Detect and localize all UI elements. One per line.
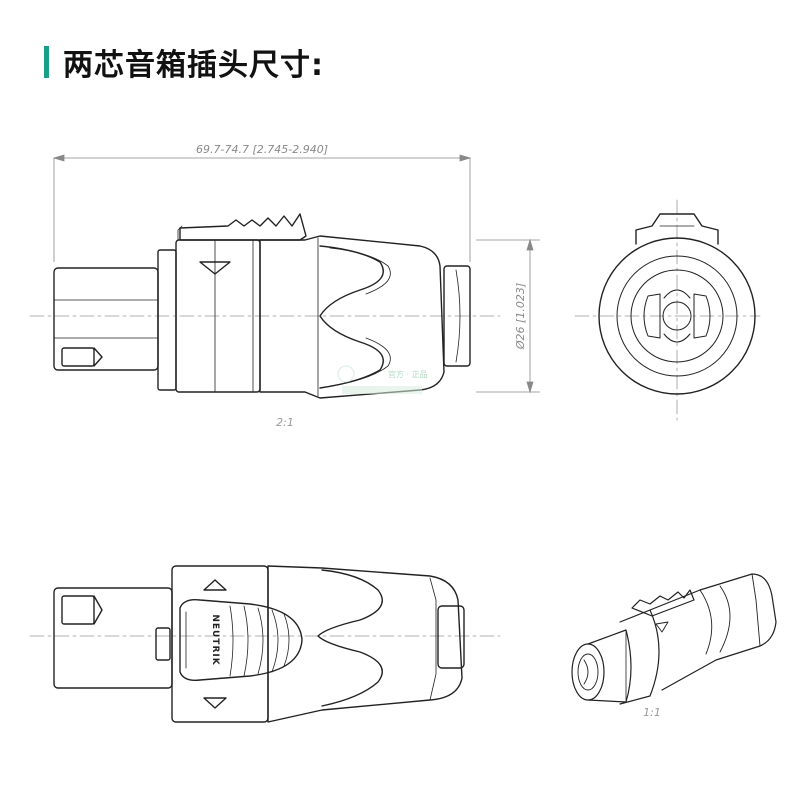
header: 两芯音箱插头尺寸:	[44, 42, 324, 83]
brand-badge	[179, 598, 303, 682]
iso-front-cylinder	[587, 629, 632, 703]
iso-latch	[631, 589, 695, 617]
watermark-text: 官方 · 正品	[388, 369, 428, 379]
key-slot	[155, 627, 171, 661]
brand-label: NEUTRIK	[210, 614, 220, 665]
cable-tail-top	[437, 605, 465, 669]
iso-view	[571, 573, 777, 705]
front-cylinder-top	[53, 587, 173, 689]
arrow-up-triangle-icon	[203, 579, 227, 591]
arrow-down-triangle-icon	[203, 697, 227, 709]
contact-insert	[630, 269, 724, 363]
inner-ring	[616, 255, 738, 377]
outer-ring	[598, 237, 756, 395]
title-accent-bar	[44, 46, 49, 78]
page-title: 两芯音箱插头尺寸:	[63, 48, 324, 83]
iso-collar	[619, 609, 660, 705]
end-view	[574, 199, 761, 421]
boot-grip-curve	[319, 245, 384, 389]
serrated-latch	[179, 213, 307, 241]
end-latch	[635, 213, 719, 245]
dimension-diameter	[476, 238, 540, 394]
boot-grip-curve-top	[317, 569, 383, 707]
latch-window-top	[61, 595, 95, 625]
top-view	[29, 565, 501, 723]
iso-arrow-icon	[655, 621, 669, 633]
cable-tail	[443, 265, 471, 367]
side-view	[29, 213, 501, 399]
front-cylinder	[53, 267, 159, 371]
watermark-bulb-icon	[337, 365, 355, 383]
arrow-down-triangle-icon	[199, 261, 231, 275]
iso-view-scale: 1:1	[643, 706, 661, 719]
latch-window	[61, 347, 95, 367]
watermark: 官方 · 正品	[337, 365, 428, 394]
boot-top	[267, 565, 463, 723]
side-view-scale: 2:1	[276, 416, 294, 429]
diameter-dimension-label: Ø26 [1.023]	[514, 283, 527, 350]
iso-body	[649, 573, 777, 691]
length-dimension-label: 69.7-74.7 [2.745-2.940]	[196, 143, 328, 156]
collar	[157, 249, 177, 391]
dimension-length	[52, 154, 472, 262]
